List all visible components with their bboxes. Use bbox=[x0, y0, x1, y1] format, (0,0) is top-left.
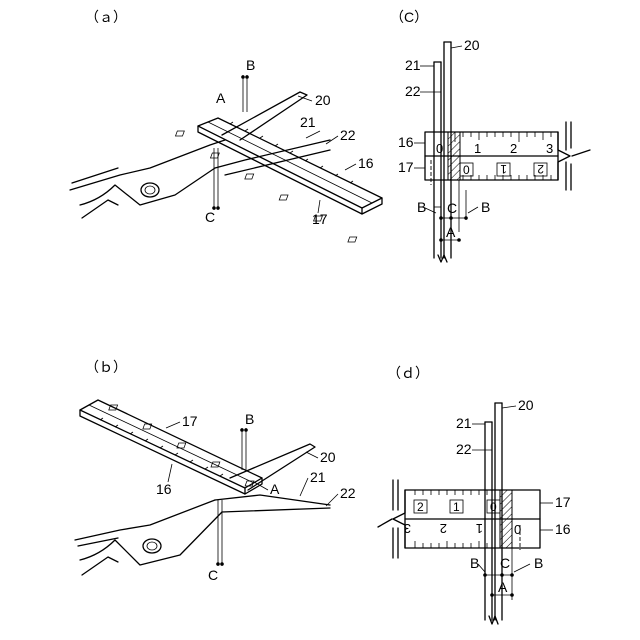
panel-b-label-16: 16 bbox=[156, 481, 172, 497]
panel-d-scale-top-0: 0 bbox=[490, 500, 497, 514]
panel-a-label-b: B bbox=[246, 57, 255, 73]
panel-a-caption: （ａ） bbox=[85, 9, 127, 25]
panel-d-scale-top-2: 2 bbox=[417, 500, 424, 514]
panel-c-ruler: 0 1 2 3 0 1 2 bbox=[425, 122, 590, 190]
panel-d-scale-top-1: 1 bbox=[453, 500, 460, 514]
panel-a-label-16: 16 bbox=[358, 155, 374, 171]
panel-c-scale-top-2: 2 bbox=[510, 141, 517, 156]
panel-d-label-17: 17 bbox=[555, 494, 571, 510]
panel-b-pivot-screw bbox=[143, 539, 161, 553]
panel-d-label-21: 21 bbox=[456, 415, 472, 431]
panel-a-label-22: 22 bbox=[340, 127, 356, 143]
panel-d-scale-bottom-1: 1 bbox=[476, 521, 483, 536]
panel-c: （C） bbox=[390, 9, 590, 262]
panel-b-label-20: 20 bbox=[320, 449, 336, 465]
panel-a-scissors bbox=[70, 75, 330, 218]
panel-c-label-21: 21 bbox=[405, 57, 421, 73]
panel-d-label-16: 16 bbox=[555, 521, 571, 537]
panel-a-pivot-screw bbox=[141, 183, 159, 197]
panel-b-label-21: 21 bbox=[310, 469, 326, 485]
panel-a-label-a: A bbox=[216, 90, 226, 106]
panel-c-label-20: 20 bbox=[464, 37, 480, 53]
panel-c-label-b-right: B bbox=[481, 199, 490, 215]
panel-a-label-20: 20 bbox=[315, 92, 331, 108]
panel-c-label-a: A bbox=[446, 224, 456, 240]
panel-b-label-17: 17 bbox=[182, 413, 198, 429]
panel-d-label-22: 22 bbox=[456, 441, 472, 457]
panel-d-label-20: 20 bbox=[518, 397, 534, 413]
panel-d-label-b-right: B bbox=[534, 555, 543, 571]
panel-c-label-17: 17 bbox=[398, 159, 414, 175]
panel-c-scale-bottom-1: 1 bbox=[500, 162, 507, 176]
panel-a-label-17: 17 bbox=[312, 211, 328, 227]
panel-c-scale-bottom-0: 0 bbox=[463, 163, 470, 177]
panel-c-scale-top-3: 3 bbox=[546, 141, 553, 156]
panel-d: （ｄ） bbox=[378, 365, 571, 624]
panel-a-label-21: 21 bbox=[300, 114, 316, 130]
panel-c-scale-bottom-2: 2 bbox=[537, 162, 544, 176]
panel-a-label-c: C bbox=[205, 209, 215, 225]
panel-b-label-a: A bbox=[270, 481, 280, 497]
panel-d-scale-bottom-2: 2 bbox=[440, 521, 447, 536]
panel-b-label-c: C bbox=[208, 567, 218, 583]
panel-b-label-22: 22 bbox=[340, 485, 356, 501]
panel-d-label-a: A bbox=[498, 579, 508, 595]
panel-d-caption: （ｄ） bbox=[387, 365, 429, 381]
panel-c-label-22: 22 bbox=[405, 83, 421, 99]
panel-d-ruler: 2 1 0 3 2 1 0 bbox=[378, 480, 540, 558]
panel-c-label-c: C bbox=[447, 200, 457, 216]
panel-b-label-b: B bbox=[245, 411, 254, 427]
panel-d-label-b-left: B bbox=[470, 555, 479, 571]
panel-c-scale-top-0: 0 bbox=[436, 141, 443, 156]
panel-c-label-b-left: B bbox=[417, 199, 426, 215]
panel-b: （ｂ） bbox=[75, 359, 356, 583]
panel-b-caption: （ｂ） bbox=[85, 359, 127, 375]
panel-c-scale-top-1: 1 bbox=[474, 141, 481, 156]
panel-c-caption: （C） bbox=[390, 9, 428, 25]
panel-d-scale-bottom-3: 3 bbox=[404, 521, 411, 536]
panel-a: （ａ） bbox=[70, 9, 382, 242]
panel-c-label-16: 16 bbox=[398, 134, 414, 150]
panel-d-label-c: C bbox=[500, 555, 510, 571]
panel-b-ruler bbox=[80, 400, 262, 494]
